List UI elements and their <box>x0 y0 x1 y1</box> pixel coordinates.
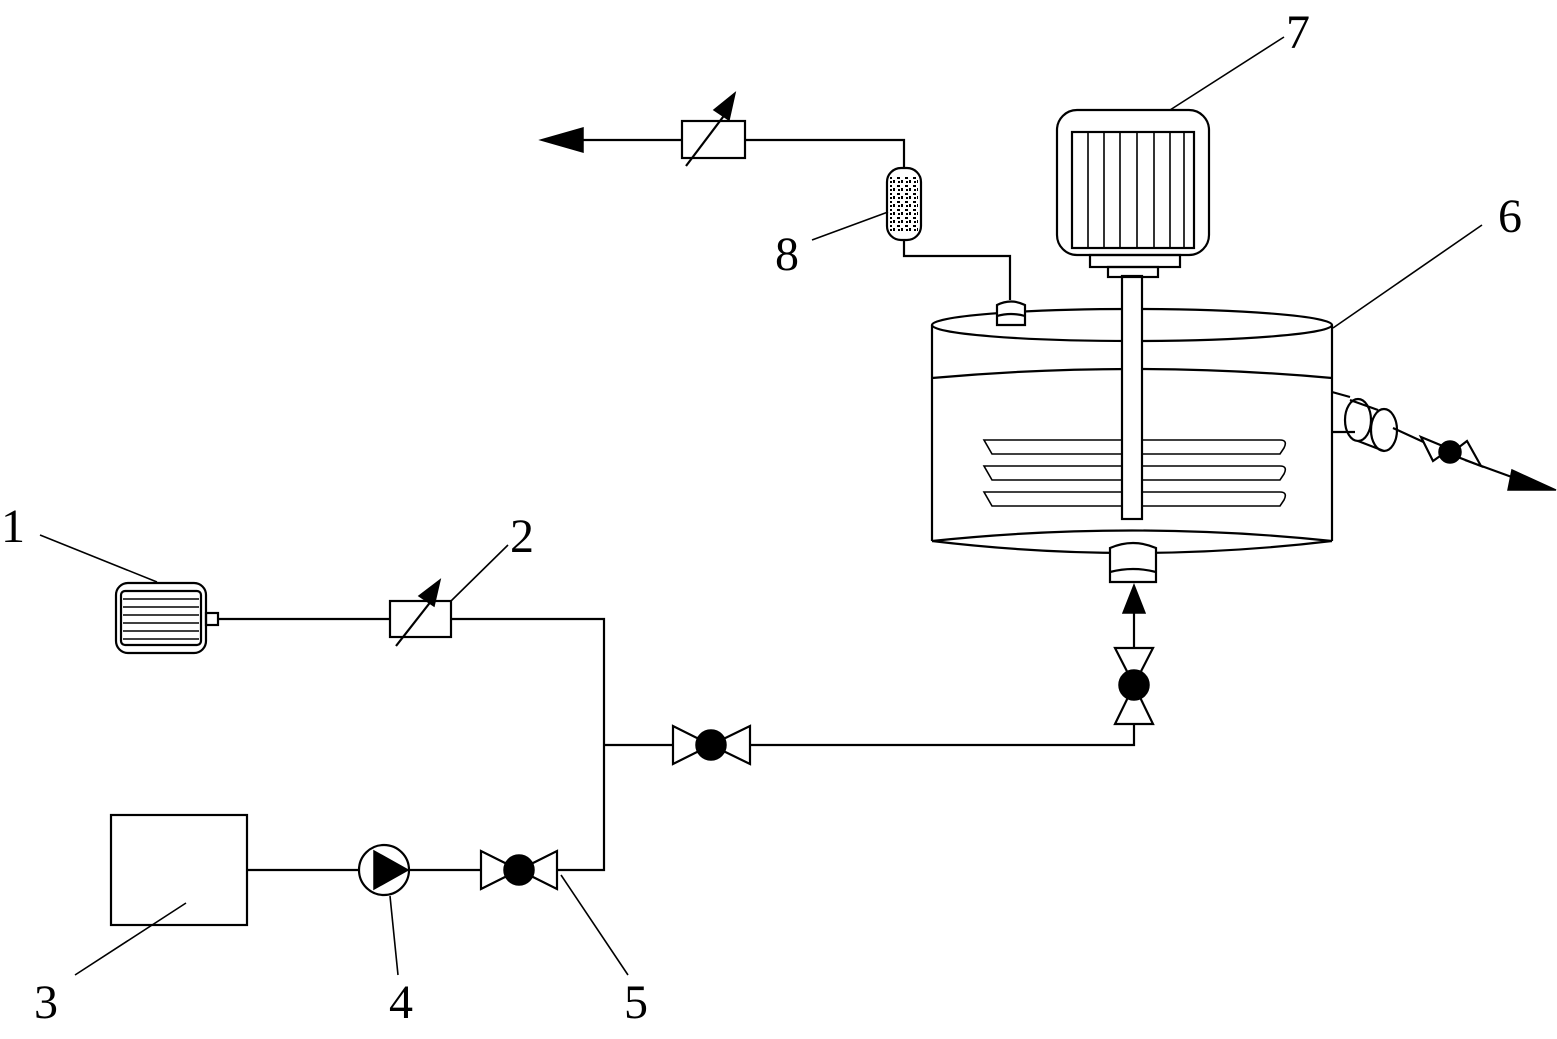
reactor-vessel <box>930 300 1399 584</box>
flowmeter-2 <box>388 578 453 647</box>
label-2: 2 <box>510 510 534 563</box>
valve-5 <box>479 849 559 891</box>
arrow-liquid-outlet <box>1507 468 1557 491</box>
label-8: 8 <box>775 228 799 281</box>
label-5: 5 <box>624 976 648 1029</box>
piping <box>218 138 1521 872</box>
valve-reactor-inlet <box>1113 646 1155 726</box>
stirrer-shaft <box>1120 274 1144 521</box>
label-3: 3 <box>34 976 58 1029</box>
label-7: 7 <box>1286 6 1310 59</box>
gas-source-motor <box>114 581 220 655</box>
liquid-tank <box>109 813 249 927</box>
label-6: 6 <box>1498 190 1522 243</box>
leader-lines <box>39 36 1483 976</box>
filter-cartridge <box>885 166 923 242</box>
stirrer-motor <box>1055 108 1211 279</box>
valve-reactor-outlet <box>1418 434 1484 469</box>
valve-main-line <box>671 724 752 766</box>
label-1: 1 <box>1 500 25 553</box>
flowmeter-outlet <box>680 91 747 167</box>
arrow-reactor-inlet <box>1121 582 1147 614</box>
label-4: 4 <box>389 976 413 1029</box>
arrow-gas-outlet <box>538 127 584 153</box>
pump <box>357 843 411 897</box>
